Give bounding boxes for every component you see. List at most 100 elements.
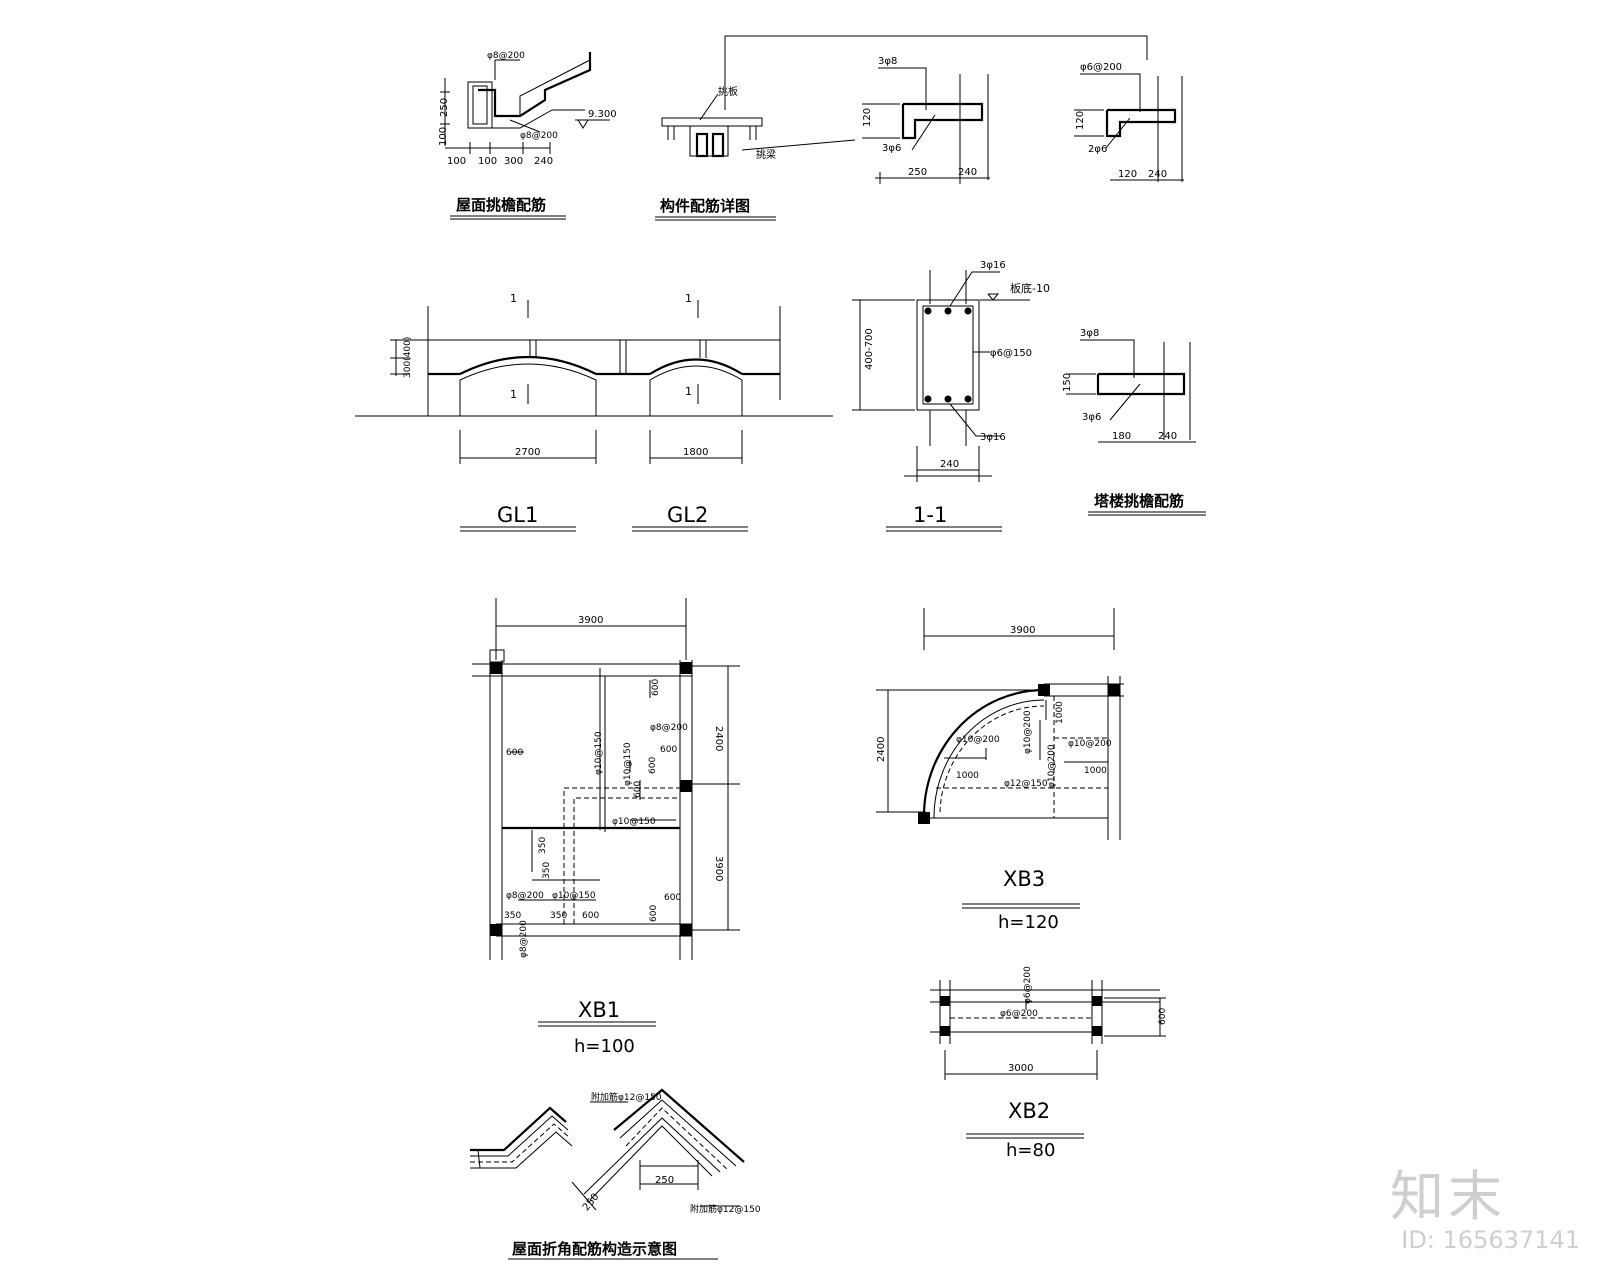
- section-a-height: 120: [862, 108, 873, 127]
- lintel-mark-1b: 1: [510, 388, 517, 401]
- watermark-id: ID: 165637141: [1401, 1226, 1580, 1254]
- xb1-width: 3900: [578, 615, 603, 626]
- section11-bottom-bars: 3φ16: [980, 432, 1006, 443]
- xb3-l1000-a: 1000: [956, 771, 979, 781]
- roof-fold-detail: 附加筋φ12@150 附加筋φ12@150 250 250 屋面折角配筋构造示意…: [470, 1088, 761, 1260]
- xb1-l600-h: 600: [649, 905, 659, 922]
- section-b-top: φ6@200: [1080, 62, 1122, 73]
- section11-depth: 400-700: [864, 328, 875, 370]
- lintel-elevation: 1 1 1 1 300(400) 2700 1800 GL1 GL2: [355, 292, 833, 532]
- fold-dim-250b: 250: [581, 1192, 602, 1214]
- tower-eave-detail: 3φ8 3φ6 150 180 240 塔楼挑檐配筋: [1062, 328, 1206, 516]
- tower-eave-height: 150: [1062, 373, 1073, 392]
- xb1-l350-c: 350: [504, 911, 521, 921]
- watermark-logo: 知末: [1390, 1165, 1506, 1228]
- lintel-mark-1d: 1: [685, 385, 692, 398]
- roof-eave-dim-2: 100: [478, 156, 497, 167]
- fold-title: 屋面折角配筋构造示意图: [512, 1240, 677, 1258]
- section-b-height: 120: [1075, 111, 1086, 130]
- section-b-bottom: 2φ6: [1088, 144, 1107, 155]
- section11-slab-level: 板底-10: [1010, 281, 1050, 295]
- xb3-r10200-a: φ10@200: [956, 735, 1000, 745]
- tower-eave-dim-1: 180: [1112, 431, 1131, 442]
- xb1-plan: 3900 2400 3900 600 φ8@20: [472, 598, 740, 1057]
- xb1-l350-b: 350: [542, 862, 552, 879]
- xb2-plan: 600 3000 φ6@200 φ6@200 XB2 h=80: [930, 966, 1168, 1161]
- roof-eave-elevation: 9.300: [588, 109, 617, 120]
- xb3-thickness: h=120: [998, 912, 1059, 933]
- member-detail: 挑板 挑梁 构件配筋详图: [655, 35, 1148, 221]
- xb3-plan: 3900 2400 φ10@200 φ10@200 φ10@200 φ10@20…: [876, 608, 1124, 933]
- xb1-l600-g: 600: [664, 893, 681, 903]
- xb3-r10200-d: φ10@200: [1068, 739, 1112, 749]
- roof-eave-dim-1: 100: [447, 156, 466, 167]
- xb1-l600-f: 600: [582, 911, 599, 921]
- xb1-r10150-v: φ10@150: [594, 731, 604, 775]
- xb1-title: XB1: [578, 998, 620, 1022]
- lintel-mark-1c: 1: [685, 292, 692, 305]
- xb1-r10150-v2: φ10@150: [623, 742, 633, 786]
- section-a-dim-2: 240: [958, 167, 977, 178]
- xb3-title: XB3: [1003, 867, 1045, 891]
- xb2-title: XB2: [1008, 1099, 1050, 1123]
- member-detail-title: 构件配筋详图: [660, 197, 750, 215]
- tower-eave-bottom: 3φ6: [1082, 412, 1101, 423]
- xb2-r6200-v: φ6@200: [1023, 966, 1033, 1004]
- xb1-r10150-h: φ10@150: [612, 817, 656, 827]
- xb3-r12150: φ12@150: [1004, 779, 1048, 789]
- roof-eave-dim-4: 240: [534, 156, 553, 167]
- lintel-height: 300(400): [403, 337, 413, 378]
- section-b-dim-1: 120: [1118, 169, 1137, 180]
- xb2-thickness: h=80: [1006, 1140, 1055, 1161]
- section-b: φ6@200 2φ6 120 120 240: [1074, 62, 1184, 182]
- fold-rebar-top: 附加筋φ12@150: [591, 1091, 662, 1103]
- section-a-top: 3φ8: [878, 56, 897, 67]
- fold-rebar-bottom: 附加筋φ12@150: [690, 1203, 761, 1215]
- xb1-l600-e: 600: [506, 748, 523, 758]
- xb2-width: 3000: [1008, 1063, 1033, 1074]
- gl2-title: GL2: [667, 503, 708, 527]
- section-1-1: 3φ16 3φ16 φ6@150 板底-10 400-700 240 1-1: [852, 260, 1050, 532]
- section-a-bottom: 3φ6: [882, 143, 901, 154]
- roof-eave-rebar-top: φ8@200: [487, 51, 525, 61]
- xb1-r8200: φ8@200: [650, 723, 688, 733]
- section11-width: 240: [940, 459, 959, 470]
- roof-eave-h2: 100: [438, 127, 449, 146]
- xb2-r6200: φ6@200: [1000, 1009, 1038, 1019]
- tower-eave-top: 3φ8: [1080, 328, 1099, 339]
- xb1-l350-d: 350: [550, 911, 567, 921]
- tower-eave-dim-2: 240: [1158, 431, 1177, 442]
- tower-eave-title: 塔楼挑檐配筋: [1094, 492, 1184, 510]
- xb3-l1000-b: 1000: [1055, 701, 1065, 724]
- roof-eave-detail: φ8@200 φ8@200 9.300 250 100 100 100 300 …: [438, 51, 617, 220]
- roof-eave-dim-3: 300: [504, 156, 523, 167]
- section-b-dim-2: 240: [1148, 169, 1167, 180]
- xb1-r8200-c: φ8@200: [519, 920, 529, 958]
- xb1-h-bot: 3900: [713, 856, 724, 881]
- lintel-span-2: 1800: [683, 447, 708, 458]
- roof-eave-rebar-low: φ8@200: [520, 131, 558, 141]
- xb3-l1000-c: 1000: [1084, 766, 1107, 776]
- xb1-l600-a: 600: [651, 679, 661, 696]
- xb1-l600-d: 600: [633, 781, 643, 798]
- lintel-span-1: 2700: [515, 447, 540, 458]
- member-beam-label: 挑梁: [756, 148, 776, 161]
- gl1-title: GL1: [497, 503, 538, 527]
- section11-stirrup: φ6@150: [990, 348, 1032, 359]
- xb1-thickness: h=100: [574, 1036, 635, 1057]
- xb1-r8200-b: φ8@200: [506, 891, 544, 901]
- roof-eave-title: 屋面挑檐配筋: [456, 196, 546, 214]
- xb3-r10200-b: φ10@200: [1023, 710, 1033, 754]
- lintel-mark-1a: 1: [510, 292, 517, 305]
- xb1-r10150-h2: φ10@150: [552, 891, 596, 901]
- member-slab-label: 挑板: [718, 85, 738, 98]
- section11-title: 1-1: [913, 503, 947, 527]
- section11-top-bars: 3φ16: [980, 260, 1006, 271]
- xb2-height: 600: [1158, 1008, 1168, 1025]
- xb3-height: 2400: [876, 737, 887, 762]
- xb1-l600-c: 600: [648, 757, 658, 774]
- xb3-width: 3900: [1010, 625, 1035, 636]
- xb1-l350-a: 350: [538, 837, 548, 854]
- fold-dim-250: 250: [655, 1175, 674, 1186]
